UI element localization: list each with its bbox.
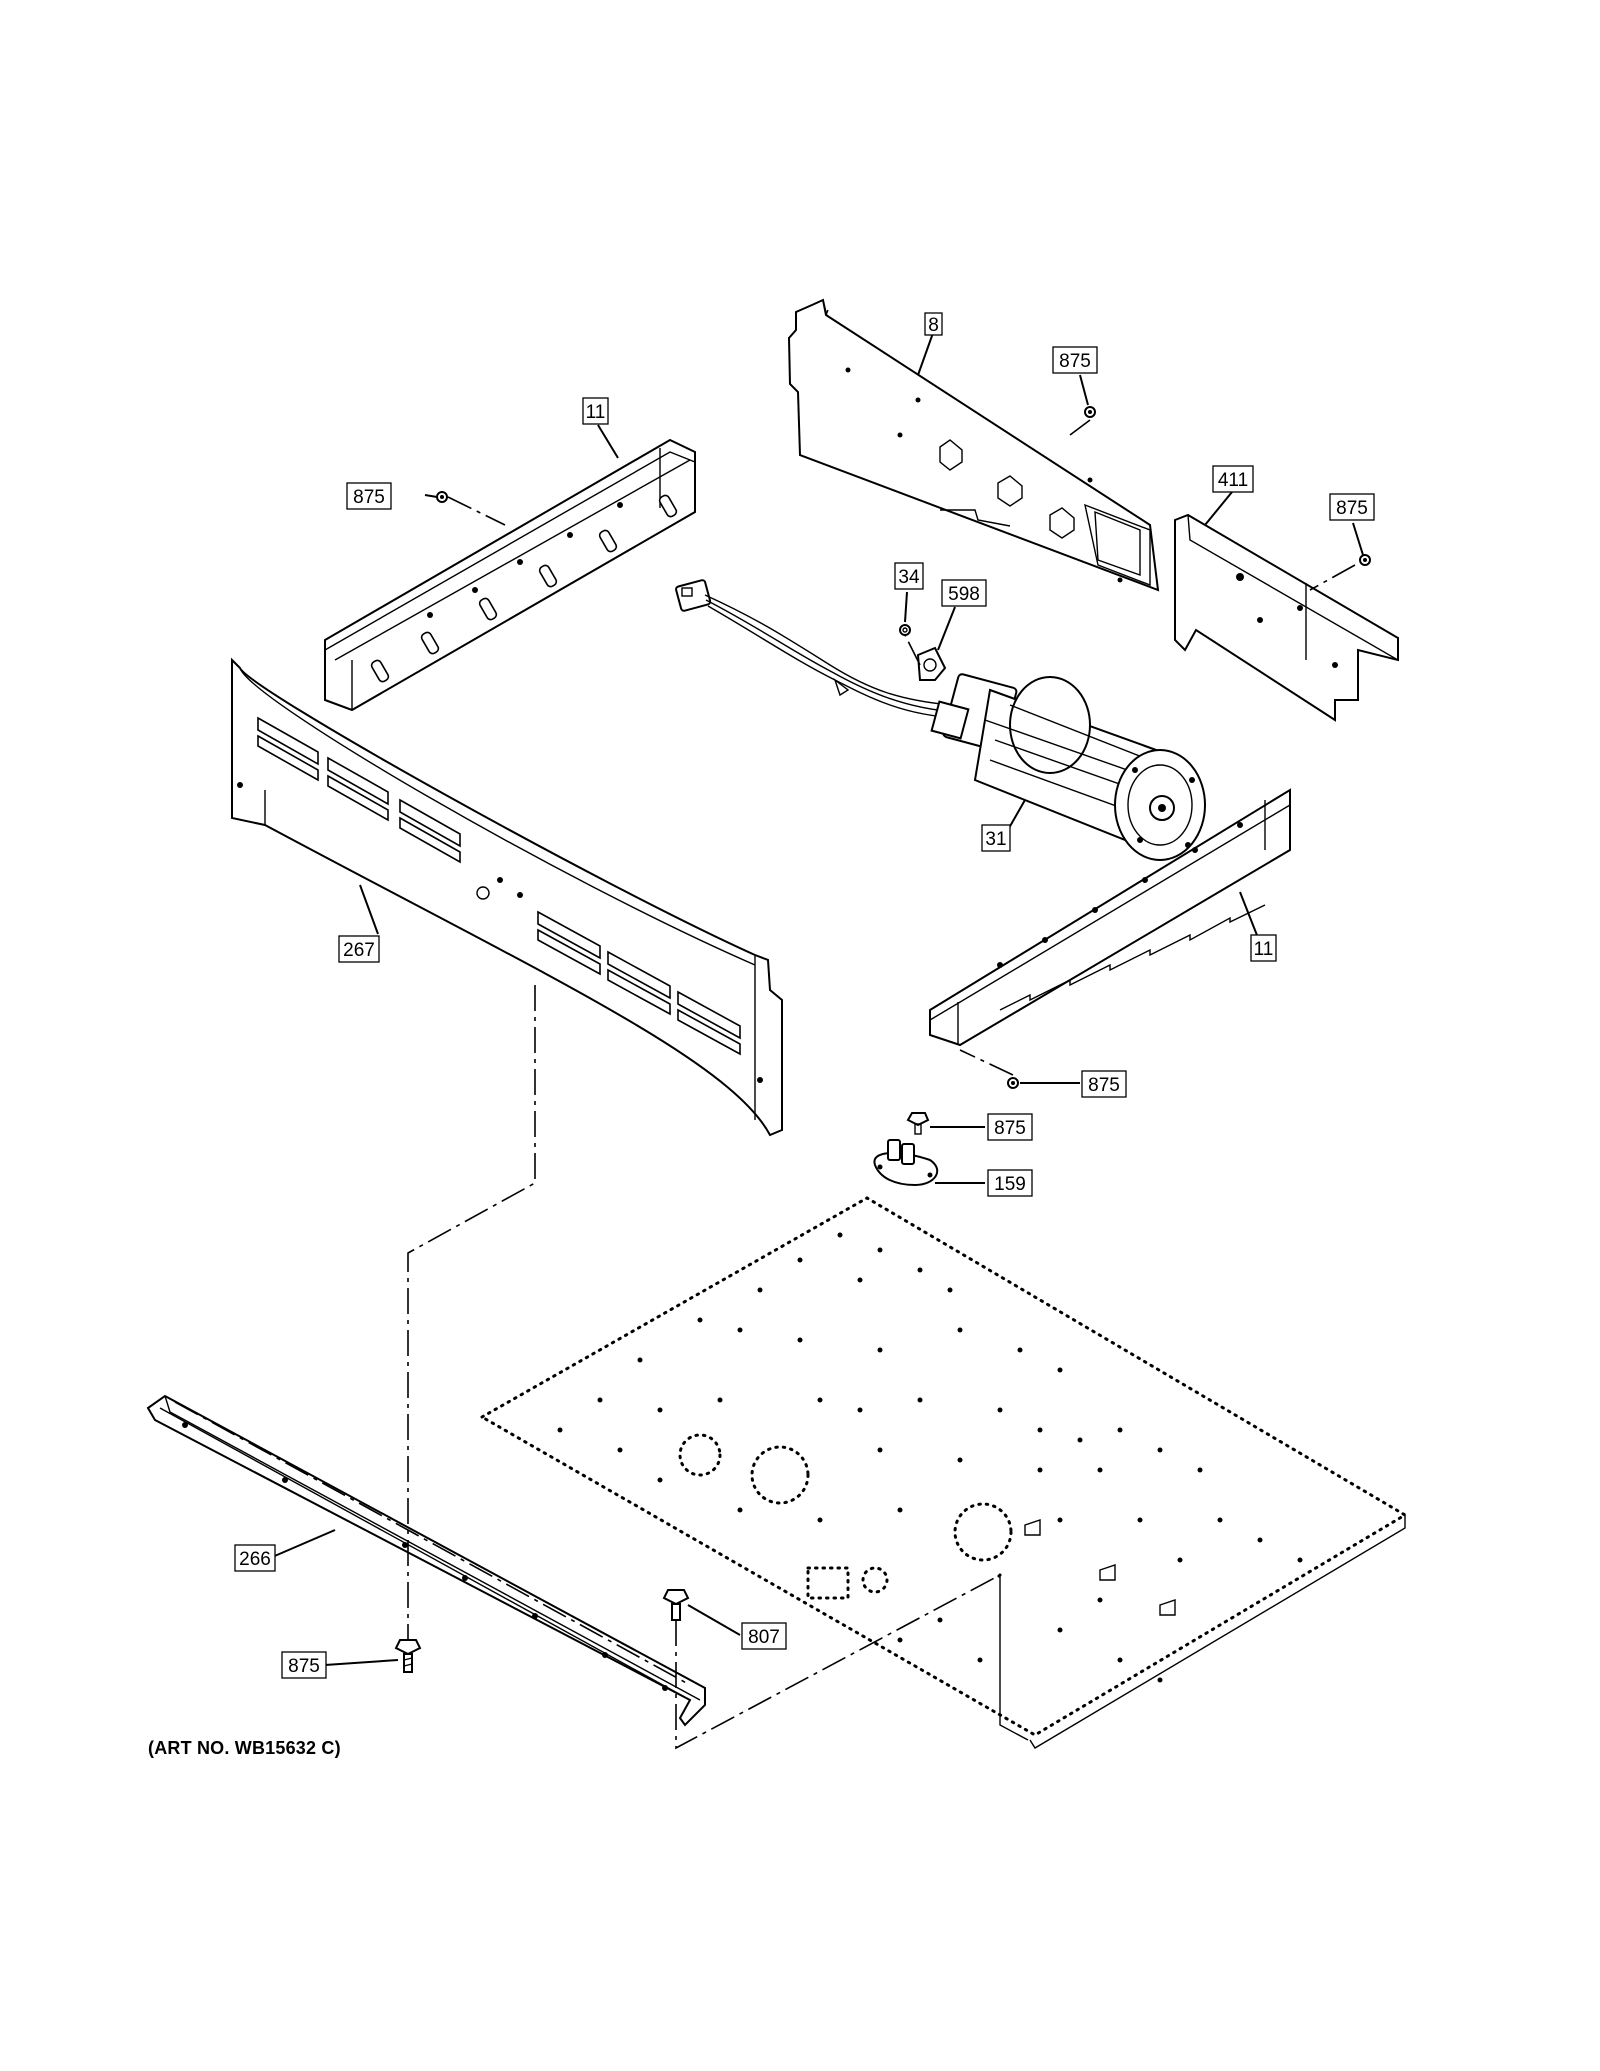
base-pan-part (478, 1196, 1408, 1749)
callout-rail-right: 11 (1250, 934, 1277, 962)
screw-icon (1007, 1077, 1019, 1089)
callout-thermostat: 159 (987, 1169, 1033, 1197)
callout-shield-rear: 8 (924, 312, 943, 336)
part-number: 266 (239, 1549, 271, 1570)
baffle-part (231, 657, 783, 1137)
part-number: 875 (1059, 351, 1091, 372)
part-number: 875 (288, 1656, 320, 1677)
nut-part (899, 624, 911, 636)
part-number: 875 (1336, 498, 1368, 519)
callout-screw-rail-right: 875 (1081, 1070, 1127, 1098)
callout-screw-rear-upper: 875 (1052, 346, 1098, 374)
screw-icon (436, 491, 448, 503)
baffle-louvers (257, 716, 741, 1056)
callout-bracket: 411 (1212, 465, 1254, 493)
alignment-lines (407, 419, 1356, 1750)
callout-screw-bracket: 875 (1329, 493, 1375, 521)
channel-part (146, 1394, 706, 1727)
left-rail-part (324, 438, 696, 712)
wire-harness (675, 579, 961, 719)
art-number: (ART NO. WB15632 C) (148, 1738, 341, 1758)
part-number: 875 (994, 1118, 1026, 1139)
part-number: 159 (994, 1174, 1026, 1195)
callout-screw-thermostat: 875 (987, 1113, 1033, 1141)
screw-icon (662, 1589, 690, 1621)
callout-rail-left: 11 (582, 397, 609, 425)
part-number: 31 (985, 829, 1006, 850)
callout-screw-base: 807 (741, 1622, 787, 1650)
part-number: 11 (1254, 939, 1274, 960)
callout-screw-channel: 875 (281, 1651, 327, 1679)
part-number: 598 (948, 584, 980, 605)
part-number: 267 (343, 940, 375, 961)
screw-icon (906, 1112, 930, 1135)
part-number: 875 (353, 487, 385, 508)
part-number: 807 (748, 1627, 780, 1648)
leader-lines (269, 332, 1364, 1666)
callout-baffle: 267 (338, 935, 380, 963)
screw-icon (1359, 554, 1371, 566)
callout-screw-rail-left: 875 (346, 482, 392, 510)
bracket-part (1174, 513, 1399, 722)
blower-motor-part (930, 673, 1206, 861)
part-number: 34 (898, 567, 920, 588)
base-pan-holes (557, 1232, 1303, 1683)
part-number: 411 (1218, 470, 1248, 491)
callout-nut: 34 (894, 562, 924, 590)
callout-gasket: 598 (941, 579, 987, 607)
part-number: 11 (586, 402, 606, 423)
rear-shield-part (787, 298, 1160, 592)
part-number: 8 (928, 315, 939, 336)
screw-icon (1084, 406, 1096, 418)
callout-channel: 266 (234, 1544, 276, 1572)
part-number: 875 (1088, 1075, 1120, 1096)
callout-blower: 31 (981, 824, 1011, 852)
right-rail-part (929, 788, 1291, 1047)
screw-icon (394, 1639, 422, 1673)
thermostat-part (873, 1139, 939, 1187)
gasket-part (916, 646, 947, 681)
